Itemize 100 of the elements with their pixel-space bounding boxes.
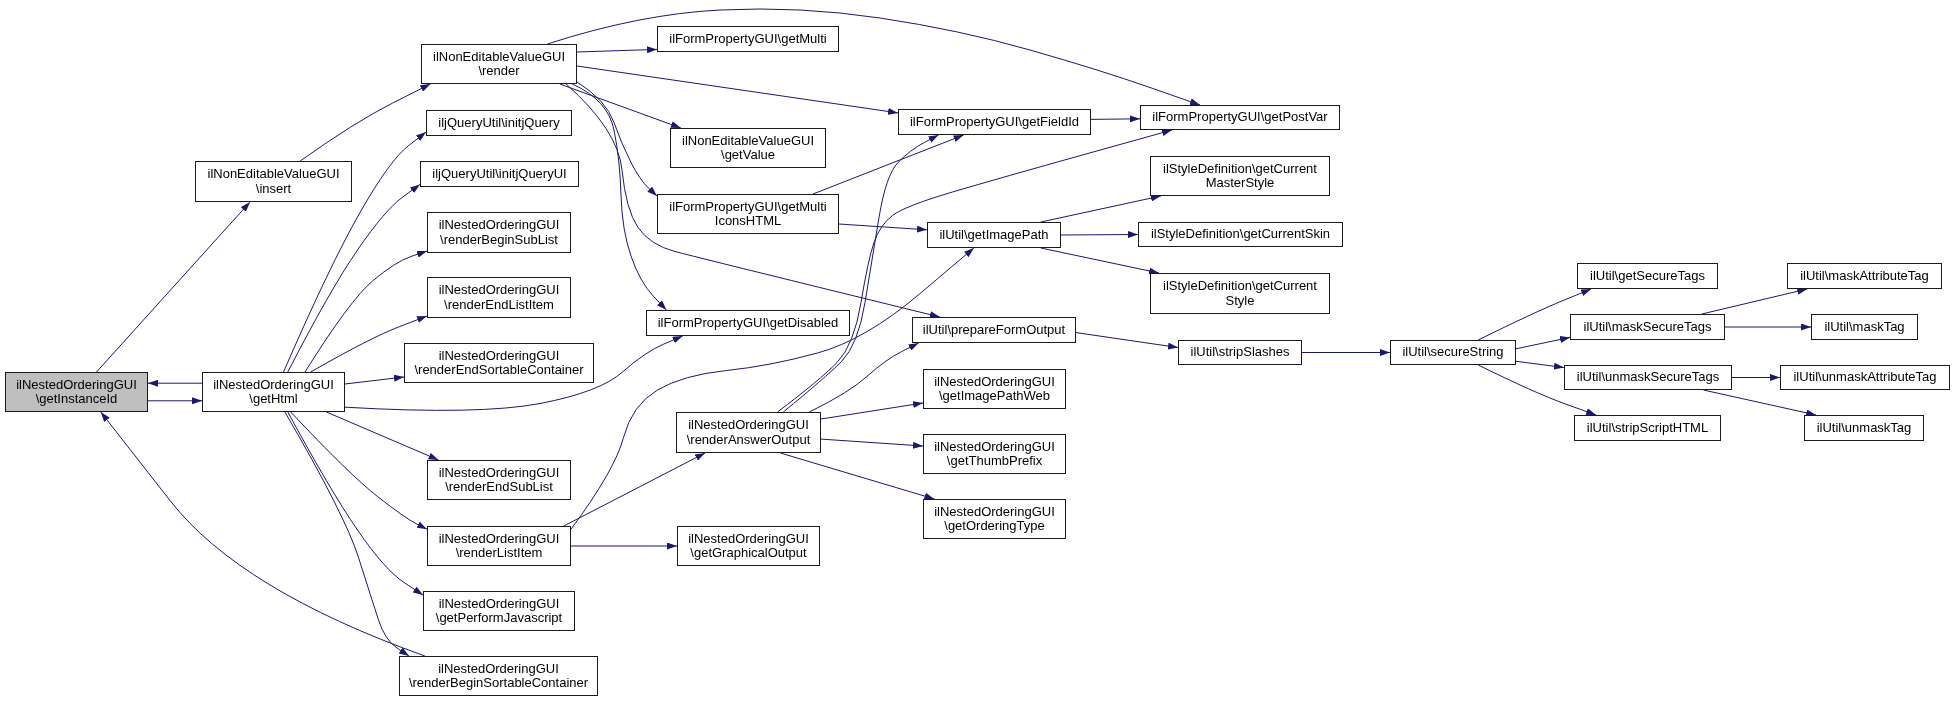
function-name: ilNestedOrderingGUI \getGraphicalOutput [687,531,810,561]
function-box [427,277,571,318]
function-name: ilNestedOrderingGUI \getImagePathWeb [933,374,1056,404]
function-name: ilUtil\maskAttributeTag [1800,268,1929,284]
function-name: ilUtil\maskSecureTags [1583,319,1712,335]
function-name: ilNestedOrderingGUI \getInstanceId [15,377,138,407]
call-arrow [782,134,939,413]
call-arrow [287,183,421,373]
call-arrow [1301,349,1391,356]
function-name: ilNestedOrderingGUI \renderEndListItem [437,283,561,312]
function-name: ilFormPropertyGUI\getPostVar [1152,110,1328,125]
call-arrow [1040,247,1160,275]
call-arrow [1060,231,1139,239]
function-box [923,369,1066,409]
function-name: ilUtil\unmaskAttributeTag [1793,370,1937,385]
call-arrow [1075,332,1179,350]
call-arrow [304,250,428,373]
function-name: ilUtil\maskTag [1824,319,1905,335]
call-arrow [820,401,924,420]
function-name: ilNestedOrderingGUI \renderListItem [437,531,561,561]
function-box [677,526,820,566]
function-box [1577,263,1718,289]
function-name: ilNestedOrderingGUI \renderEndSortableContainer [413,348,585,378]
call-arrow [571,83,667,311]
call-arrow [1731,374,1781,381]
call-arrow [820,438,924,449]
function-name: ilUtil\unmaskSecureTags [1576,370,1720,385]
function-box [912,317,1076,343]
function-box [426,110,572,136]
function-box [427,212,571,253]
function-name: ilStyleDefinition\getCurrentSkin [1150,227,1331,242]
function-name: ilUtil\secureString [1402,345,1504,360]
call-arrow [576,65,899,115]
call-arrow [96,201,251,373]
function-box [399,656,598,696]
call-arrow [570,542,678,550]
function-name: ilNestedOrderingGUI \renderBeginSortableContainer [407,661,590,691]
function-box [427,460,571,500]
function-name: ilNestedOrderingGUI \renderEndSubList [437,465,561,495]
function-name: ilNestedOrderingGUI \getOrderingType [933,504,1056,534]
function-box [195,161,352,202]
call-arrow [576,81,658,197]
call-arrow [1477,364,1597,416]
function-box [421,44,577,84]
function-name: ilStyleDefinition\getCurrent Style [1162,279,1318,308]
function-name: ilUtil\getSecureTags [1590,268,1705,284]
function-name: ilUtil\getImagePath [939,227,1049,243]
call-arrow [812,134,965,195]
function-box [927,222,1061,248]
function-box [420,161,579,187]
function-box [423,591,575,631]
function-box [1811,314,1918,340]
function-box [202,372,345,412]
function-name: ilNestedOrderingGUI \renderAnswerOutput [685,418,812,447]
function-name: ilUtil\stripScriptHTML [1586,420,1709,436]
function-box [898,109,1091,135]
function-name: ilStyleDefinition\getCurrent MasterStyle [1162,161,1318,191]
function-box [1150,156,1330,196]
function-name: ilFormPropertyGUI\getMulti [669,31,827,47]
call-arrow [344,374,405,385]
call-arrow [283,131,427,373]
call-arrow [779,452,935,500]
call-arrow [1724,323,1812,331]
call-arrow [344,335,684,411]
function-box [1787,263,1942,289]
function-box [1390,340,1516,365]
function-box [1564,365,1732,390]
call-arrow [808,342,920,413]
call-arrow [287,411,424,596]
call-arrow [284,411,410,657]
function-box [670,128,826,168]
function-name: ilFormPropertyGUI\getFieldId [909,114,1080,130]
call-arrow [777,129,1173,413]
function-name: ilUtil\unmaskTag [1816,420,1912,436]
function-box [646,310,850,336]
function-name: ilFormPropertyGUI\getDisabled [657,315,839,331]
function-box [676,412,821,453]
function-name: ilFormPropertyGUI\getMulti IconsHTML [668,199,828,229]
function-box [657,194,839,234]
call-arrow [290,411,428,530]
function-box [923,499,1066,539]
function-box [1574,415,1721,441]
call-arrow [1477,288,1592,341]
function-name: ilNestedOrderingGUI \getPerformJavascript [434,596,564,626]
call-arrow [147,397,203,405]
call-arrow [1515,336,1571,350]
call-arrow [576,46,658,54]
function-box [657,26,839,52]
function-name: ilNestedOrderingGUI \renderBeginSubList [437,218,561,247]
function-name: ilUtil\prepareFormOutput [922,322,1066,338]
call-arrow [325,411,439,461]
call-arrow [299,83,431,162]
function-box [1150,273,1330,314]
call-arrow [100,411,426,657]
function-box [1140,105,1340,130]
function-name: ilNonEditableValueGUI \insert [206,167,341,196]
function-box [1570,314,1725,340]
call-arrow [1701,287,1808,315]
function-name: ilNestedOrderingGUI \getThumbPrefix [933,439,1056,469]
call-arrow [546,8,1201,106]
